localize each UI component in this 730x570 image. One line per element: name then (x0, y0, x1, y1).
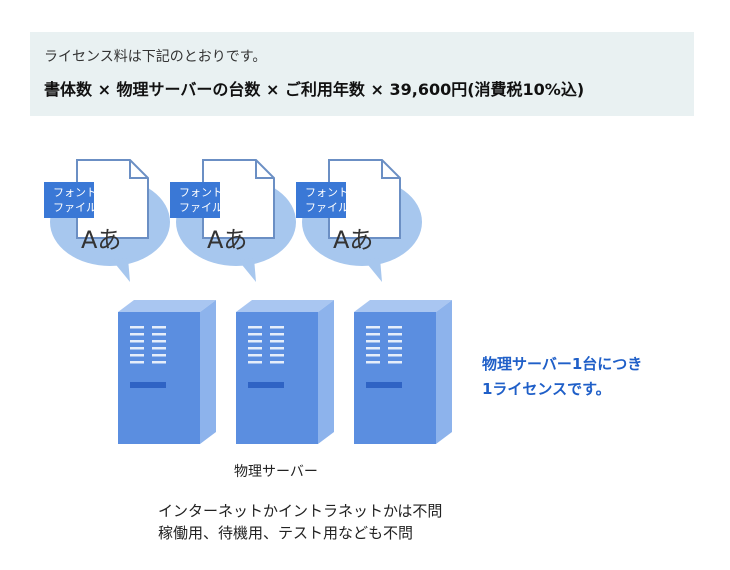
license-fee-formula: 書体数 × 物理サーバーの台数 × ご利用年数 × 39,600円(消費税10%… (44, 80, 585, 99)
usage-conditions-note: インターネットかイントラネットかは不問 稼働用、待機用、テスト用なども不問 (158, 500, 442, 544)
physical-server-tower (354, 300, 452, 444)
license-per-server-line2: 1ライセンスです。 (482, 380, 611, 398)
font-file-bubble: フォント ファイル Aあ (170, 159, 297, 283)
font-file-label-bg (44, 182, 94, 218)
font-file-label-line1: フォント (305, 186, 349, 199)
font-glyph-sample: Aあ (207, 226, 247, 254)
font-file-label-line2: ファイル (53, 201, 97, 214)
license-per-server-line1: 物理サーバー1台につき (482, 355, 643, 373)
physical-server-tower (118, 300, 216, 444)
font-glyph-sample: Aあ (81, 226, 121, 254)
font-file-label-line2: ファイル (305, 201, 349, 214)
usage-conditions-line2: 稼働用、待機用、テスト用なども不問 (158, 524, 414, 542)
physical-server-caption: 物理サーバー (234, 464, 318, 480)
license-fee-info-box: ライセンス料は下記のとおりです。 書体数 × 物理サーバーの台数 × ご利用年数… (30, 32, 694, 116)
font-glyph-sample: Aあ (333, 226, 373, 254)
font-file-label-line1: フォント (53, 186, 97, 199)
font-file-label-line1: フォント (179, 186, 223, 199)
font-file-label-line2: ファイル (179, 201, 223, 214)
font-file-bubble: フォント ファイル Aあ (44, 159, 171, 283)
usage-conditions-line1: インターネットかイントラネットかは不問 (158, 502, 443, 520)
license-fee-intro: ライセンス料は下記のとおりです。 (44, 49, 267, 65)
license-per-server-note: 物理サーバー1台につき 1ライセンスです。 (482, 352, 642, 402)
font-file-label-bg (170, 182, 220, 218)
font-file-label-bg (296, 182, 346, 218)
font-file-bubble: フォント ファイル Aあ (296, 159, 423, 283)
physical-server-tower (236, 300, 334, 444)
